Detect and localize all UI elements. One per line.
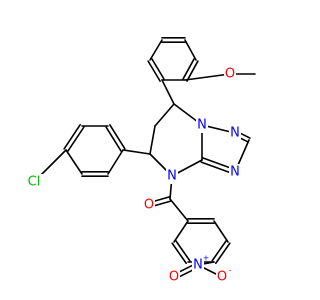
atom-n-triazole-2: N	[229, 164, 241, 180]
bond-cc-b1	[169, 198, 189, 222]
bond-t5-t6-b	[147, 60, 161, 82]
atom-n-amide: N	[166, 168, 178, 184]
bond-t5-t6-a	[151, 58, 165, 80]
atom-n-nitro: N +	[192, 254, 210, 273]
atom-o-carbonyl: O	[143, 197, 155, 213]
atom-n-triazole-2-label: N	[230, 165, 240, 180]
atom-n-nitro-label: N	[193, 258, 203, 273]
atom-n-ring-top: N	[196, 117, 208, 133]
bond-n_triazole_2-c3a-b	[200, 161, 236, 175]
atom-o-carbonyl-label: O	[144, 198, 154, 213]
bond-t6-t1	[149, 39, 163, 61]
bond-b2-b3	[213, 220, 229, 243]
bond-c5-a1	[122, 149, 151, 155]
bond-b6-b1	[173, 220, 189, 243]
atom-cl-label: Cl	[28, 175, 41, 190]
atom-o-nitro-1-label: O	[217, 270, 227, 285]
atom-n-ring-top-label: N	[197, 118, 207, 133]
bonds	[33, 36, 256, 280]
bond-t3-t4-a	[182, 58, 195, 80]
atom-n-triazole-1: N	[229, 125, 241, 141]
atom-n-nitro-charge: +	[203, 254, 210, 263]
atom-o-nitro-1: O -	[216, 266, 232, 285]
atom-o-methoxy-label: O	[225, 67, 235, 82]
bond-a6-a1	[107, 149, 124, 175]
atom-cl: Cl	[25, 174, 43, 190]
atom-o-nitro-2: O	[168, 269, 180, 285]
bond-c6-c7	[154, 103, 175, 127]
atom-labels: N N N N O O Cl N +	[25, 66, 241, 285]
molecule-canvas: N N N N O O Cl N +	[25, 36, 256, 285]
atom-o-nitro-2-label: O	[169, 270, 179, 285]
bond-a1-a2-a	[109, 124, 126, 150]
atom-n-amide-label: N	[167, 169, 177, 184]
bond-t2-t3	[184, 39, 197, 61]
bond-b3-b4-a	[211, 239, 227, 262]
bond-t3-t4-b	[186, 60, 199, 82]
structure-diagram: N N N N O O Cl N +	[25, 36, 256, 285]
atom-n-triazole-1-label: N	[230, 126, 240, 141]
bond-t5-c7	[161, 79, 175, 105]
bond-b3-b4-b	[215, 242, 231, 265]
atom-o-nitro-1-charge: -	[229, 266, 232, 275]
bond-t4-o_methoxy	[184, 73, 231, 81]
bond-a4-a5	[65, 149, 83, 175]
bond-a3-a4-a	[63, 123, 81, 150]
bond-c5-c6	[149, 125, 156, 155]
bond-b5-b6-b	[171, 242, 187, 265]
bond-a1-a2-b	[105, 126, 122, 152]
bond-b5-b6-a	[175, 239, 191, 262]
bond-a3-a4-b	[67, 126, 85, 153]
atom-o-methoxy: O	[224, 66, 236, 82]
